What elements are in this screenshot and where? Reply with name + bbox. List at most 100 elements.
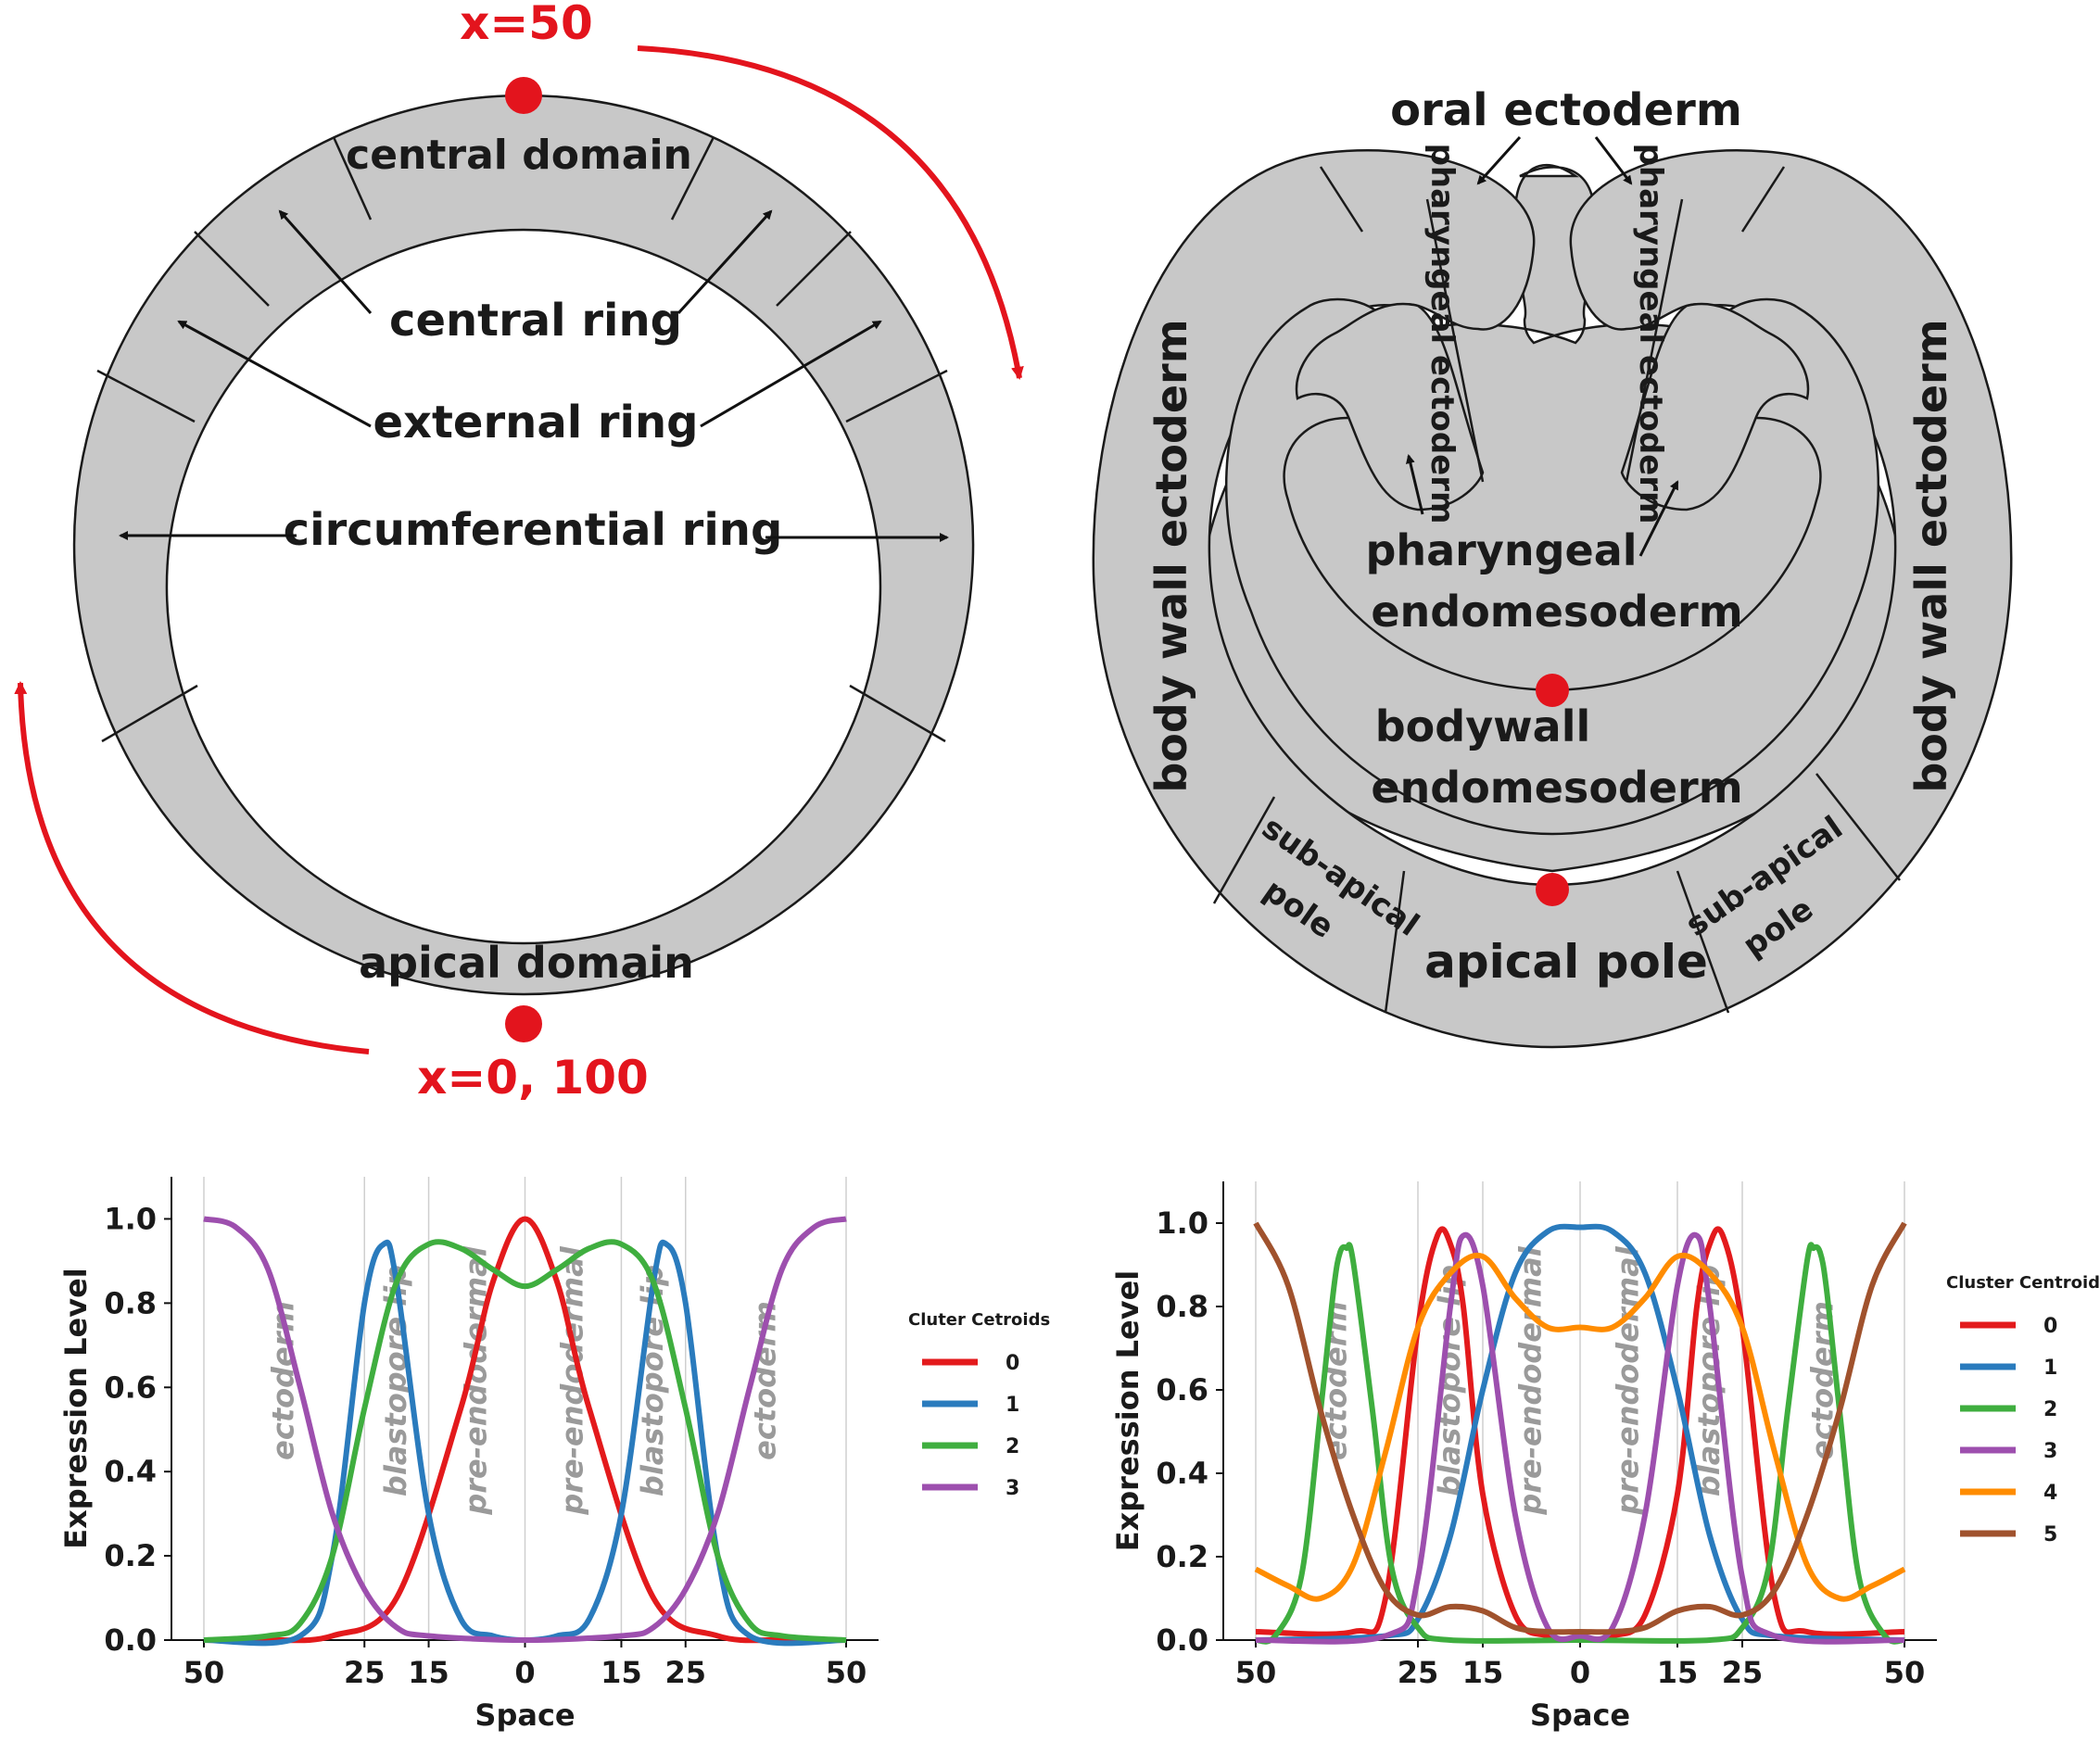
- x-tick-label: 50: [1884, 1655, 1926, 1690]
- pointer-arrow: [700, 320, 882, 428]
- ectoderm-divider: [1740, 166, 1786, 233]
- region-label: pre-endodermal: [1513, 1245, 1549, 1515]
- central-ring-label: central ring: [389, 295, 682, 347]
- pointer-arrow: [1594, 136, 1633, 185]
- legend-label-0: 0: [1006, 1352, 1019, 1375]
- series-line-1: [1255, 1223, 1905, 1643]
- legend-label-3: 3: [2043, 1440, 2057, 1463]
- series-line-0: [203, 1216, 847, 1644]
- ring-divider: [670, 136, 715, 221]
- x-tick-label: 15: [601, 1655, 642, 1690]
- series-line-4: [1254, 1252, 1906, 1602]
- ring-divider: [194, 231, 270, 307]
- pointer-arrow: [177, 320, 372, 428]
- bottom-marker-label: x=0, 100: [417, 1051, 649, 1105]
- pointer-arrow: [1638, 480, 1679, 557]
- red-arc-arrow-bottom: [14, 681, 370, 1054]
- top-marker-dot: [505, 77, 542, 114]
- x-tick-label: 0: [1570, 1655, 1590, 1690]
- legend-label-4: 4: [2043, 1482, 2057, 1505]
- bodywall-endomesoderm-label-line2: endomesoderm: [1371, 763, 1742, 813]
- pharyngeal-lobe-right: [1620, 302, 1810, 511]
- ring-divider: [96, 369, 196, 423]
- bodywall-endomesoderm-label-line1: bodywall: [1375, 701, 1591, 751]
- outer-ring: [72, 94, 975, 996]
- x-tick-label: 15: [1657, 1655, 1699, 1690]
- pointer-arrow: [1476, 135, 1522, 185]
- apical-pole-label: apical pole: [1424, 935, 1708, 989]
- external-ring-label: external ring: [373, 397, 698, 448]
- right-embryo-diagram: oral ectoderm pharyngeal ectoderm pharyn…: [1092, 84, 2013, 1049]
- series-line-3: [203, 1216, 847, 1643]
- x-axis-label: Space: [1530, 1698, 1630, 1733]
- legend-label-2: 2: [1006, 1435, 1019, 1458]
- legend-label-0: 0: [2043, 1315, 2057, 1338]
- y-tick-label: 0.8: [104, 1285, 157, 1320]
- circumferential-ring-label: circumferential ring: [284, 504, 783, 556]
- legend-label-5: 5: [2043, 1523, 2057, 1546]
- y-tick-label: 0.6: [1156, 1372, 1208, 1407]
- body-wall-ectoderm-right-label: body wall ectoderm: [1906, 319, 1956, 792]
- series-line-2: [1255, 1242, 1905, 1645]
- region-label: pre-endodermal: [459, 1245, 494, 1515]
- ectoderm-divider: [1815, 773, 1901, 881]
- pointer-arrow: [1405, 454, 1424, 515]
- x-tick-label: 25: [344, 1655, 386, 1690]
- legend-label-3: 3: [1006, 1477, 1019, 1500]
- x-tick-label: 50: [183, 1655, 225, 1690]
- pharyngeal-endomesoderm-label-line2: endomesoderm: [1371, 587, 1742, 637]
- y-tick-label: 0.4: [104, 1454, 157, 1489]
- ectoderm-divider: [1212, 796, 1276, 904]
- central-domain-label: central domain: [346, 132, 692, 179]
- oral-ectoderm-label: oral ectoderm: [1390, 84, 1742, 136]
- x-tick-label: 25: [664, 1655, 706, 1690]
- x-tick-label: 50: [826, 1655, 867, 1690]
- x-tick-label: 25: [1398, 1655, 1439, 1690]
- red-arc-arrow-top: [637, 45, 1024, 380]
- bottom-marker-dot: [505, 1005, 542, 1042]
- legend-label-2: 2: [2043, 1398, 2057, 1421]
- y-axis-label: Expression Level: [1110, 1270, 1145, 1551]
- pointer-arrow: [677, 209, 773, 315]
- left-ring-diagram: central domain central ring external rin…: [14, 0, 1024, 1105]
- series-line-2: [203, 1239, 847, 1643]
- apical-domain-label: apical domain: [359, 938, 694, 988]
- x-tick-label: 25: [1722, 1655, 1764, 1690]
- y-tick-label: 1.0: [104, 1201, 157, 1236]
- y-axis-label: Expression Level: [58, 1268, 94, 1548]
- legend-label-1: 1: [1006, 1394, 1019, 1417]
- y-tick-label: 0.2: [104, 1538, 157, 1573]
- y-tick-label: 0.4: [1156, 1456, 1208, 1491]
- ring-divider: [332, 136, 373, 221]
- y-tick-label: 0.6: [104, 1370, 157, 1405]
- ring-divider: [849, 684, 946, 743]
- y-tick-label: 0.2: [1156, 1539, 1208, 1574]
- region-label: pre-endodermal: [1611, 1245, 1646, 1515]
- top-marker-label: x=50: [460, 0, 593, 50]
- x-tick-label: 50: [1235, 1655, 1277, 1690]
- series-line-5: [1253, 1221, 1907, 1635]
- x-tick-label: 15: [1462, 1655, 1504, 1690]
- y-tick-label: 0.0: [1156, 1622, 1208, 1658]
- legend-title: Cluter Cetroids: [908, 1310, 1050, 1330]
- ectoderm-divider: [1676, 870, 1730, 1014]
- ectoderm-divider: [1425, 198, 1485, 483]
- y-tick-label: 0.0: [104, 1622, 157, 1658]
- ectoderm-divider: [1625, 198, 1684, 483]
- pharyngeal-ectoderm-left-label: pharyngeal ectoderm: [1423, 144, 1461, 524]
- pharyngeal-endomesoderm-label-line1: pharyngeal: [1365, 525, 1637, 575]
- ectoderm-divider: [1384, 870, 1406, 1014]
- x-axis-label: Space: [474, 1698, 575, 1733]
- x-tick-label: 0: [514, 1655, 535, 1690]
- ring-divider: [776, 231, 852, 307]
- endomesoderm-marker-dot: [1536, 674, 1569, 707]
- apical-marker-dot: [1536, 873, 1569, 906]
- legend-label-1: 1: [2043, 1357, 2057, 1380]
- y-tick-label: 0.8: [1156, 1289, 1208, 1324]
- ring-divider: [101, 684, 198, 743]
- ectoderm-divider: [1319, 166, 1364, 233]
- pointer-arrow: [278, 209, 373, 314]
